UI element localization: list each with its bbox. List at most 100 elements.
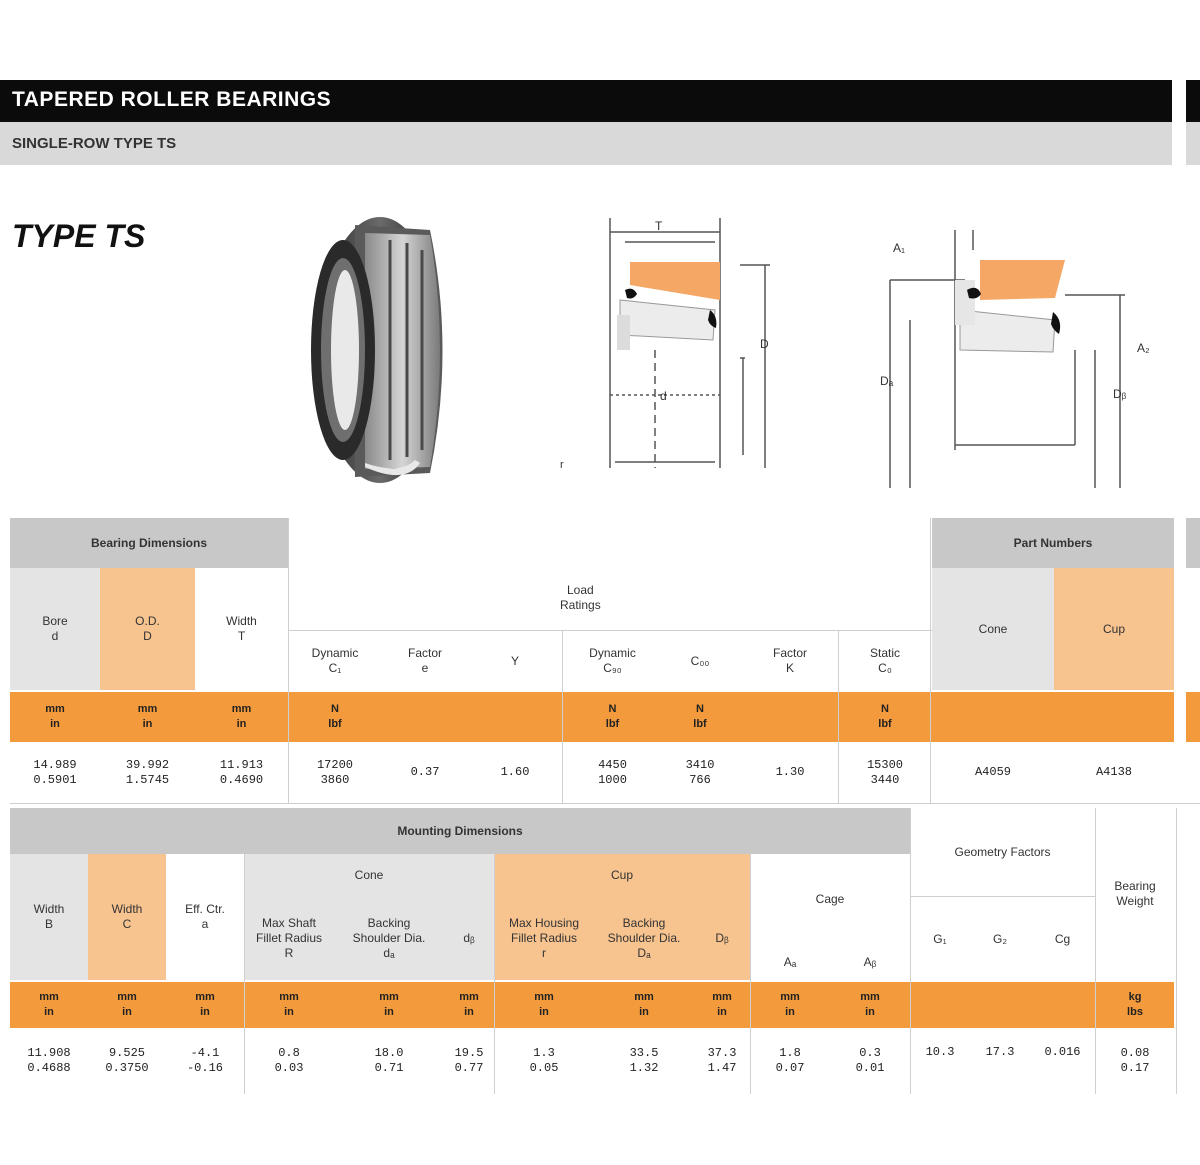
t2-value-aa: 1.8 0.07 (775, 1046, 805, 1075)
t2-header-cup-group: Cup (494, 854, 750, 896)
t1-header-y: Y (510, 653, 519, 668)
t2-header-Da: Backing Shoulder Dia. Dₐ (594, 896, 694, 980)
t2-value-ab: 0.3 0.01 (855, 1046, 885, 1075)
t1-value-cone: A4059 (974, 765, 1011, 779)
t1-unit-width: mm in (231, 703, 252, 730)
t2-header-c: Width C (88, 854, 166, 980)
diagram-label-d: d (660, 389, 667, 403)
t2-value-Db: 37.3 1.47 (707, 1046, 737, 1075)
t1-value-c0: 15300 3440 (866, 757, 903, 787)
diagram-label-r: r (560, 459, 564, 471)
t2-header-shaft-r: Max Shaft Fillet Radius R (244, 896, 334, 980)
t2-value-shaft-r: 0.8 0.03 (274, 1046, 304, 1075)
t2-header-db: dᵦ (444, 896, 494, 980)
t1-unit-od: mm in (137, 703, 158, 730)
t2-value-g1: 10.3 (925, 1044, 955, 1059)
page-title: TAPERED ROLLER BEARINGS (12, 88, 332, 111)
t2-unit-Da: mm in (634, 991, 654, 1018)
t1-value-od: 39.992 1.5745 (125, 757, 170, 787)
diagram-label-a2: A₂ (1137, 341, 1150, 355)
diagram-label-a1: A₁ (893, 241, 905, 255)
title-bar (0, 80, 1172, 122)
t1-value-y: 1.60 (500, 765, 530, 779)
diagram-label-da: Dₐ (880, 374, 894, 388)
t1-header-width: Width T (195, 568, 288, 690)
t1-group-part-numbers: Part Numbers (932, 518, 1174, 568)
t1-value-e: 0.37 (410, 765, 440, 779)
t1-group-bearing-dimensions: Bearing Dimensions (10, 518, 288, 568)
t1-header-c1: Dynamic C₁ (311, 646, 359, 675)
t2-unit-db: mm in (459, 991, 479, 1018)
t2-group-mounting: Mounting Dimensions (10, 808, 910, 854)
t1-header-c00: C₀₀ (690, 653, 710, 668)
t2-header-cone-group: Cone (244, 854, 494, 896)
t1-value-width: 11.913 0.4690 (219, 757, 264, 787)
t1-header-cup: Cup (1054, 568, 1174, 690)
t2-unit-aa: mm in (780, 991, 800, 1018)
t1-group-ext (1186, 518, 1200, 568)
t2-header-ab: Aᵦ (830, 944, 910, 980)
t2-value-Da: 33.5 1.32 (629, 1046, 659, 1075)
t2-header-g1: G₁ (910, 898, 970, 980)
t2-units-row (10, 982, 1174, 1028)
title-bar-extension (1186, 80, 1200, 122)
t1-unit-c0: N lbf (878, 703, 892, 730)
t1-value-cup: A4138 (1095, 765, 1132, 779)
t1-unit-bore: mm in (45, 703, 65, 730)
t1-value-c1: 17200 3860 (316, 757, 353, 787)
t2-value-weight: 0.08 0.17 (1120, 1046, 1150, 1075)
mounting-diagram: A₁ A₂ Dₐ Dᵦ (880, 230, 1150, 488)
t1-header-c90: Dynamic C₉₀ (589, 646, 636, 675)
t2-header-g2: G₂ (970, 898, 1030, 980)
t2-value-db: 19.5 0.77 (454, 1046, 484, 1075)
t2-value-a: -4.1 -0.16 (186, 1046, 223, 1075)
t1-value-bore: 14.989 0.5901 (33, 757, 77, 787)
t1-header-od: O.D. D (100, 568, 195, 690)
t1-unit-c00: N lbf (693, 703, 707, 730)
t2-unit-da: mm in (379, 991, 399, 1018)
t1-unit-c1: N lbf (328, 703, 342, 730)
t1-header-c0: Static C₀ (869, 646, 900, 675)
t2-header-da: Backing Shoulder Dia. dₐ (334, 896, 444, 980)
t1-header-bore: Bore d (10, 568, 100, 690)
t2-unit-house-r: mm in (534, 991, 554, 1018)
t2-header-aa: Aₐ (750, 944, 830, 980)
subtitle-bar (0, 122, 1172, 165)
t2-header-Db: Dᵦ (694, 896, 750, 980)
t1-header-k: Factor K (772, 646, 807, 675)
t1-header-e: Factor e (407, 646, 442, 675)
t2-value-c: 9.525 0.3750 (105, 1046, 149, 1075)
t2-header-a: Eff. Ctr. a (166, 854, 244, 980)
t2-group-weight: Bearing Weight (1095, 808, 1175, 980)
t2-value-house-r: 1.3 0.05 (529, 1046, 559, 1075)
diagram-label-d-outer: D (760, 337, 769, 351)
t1-value-c90: 4450 1000 (598, 757, 627, 787)
t1-value-c00: 3410 766 (685, 757, 715, 787)
subtitle-bar-extension (1186, 122, 1200, 165)
t1-units-ext (1186, 692, 1200, 742)
t2-value-da: 18.0 0.71 (374, 1046, 404, 1075)
t2-header-cg: Cg (1030, 898, 1095, 980)
t2-unit-shaft-r: mm in (279, 991, 299, 1018)
t2-unit-b: mm in (39, 991, 59, 1018)
t2-value-cg: 0.016 (1044, 1044, 1081, 1059)
diagram-label-t: T (655, 219, 663, 233)
cross-section-diagram: T D d r (560, 218, 770, 471)
t2-header-house-r: Max Housing Fillet Radius r (494, 896, 594, 980)
t2-header-cage-group: Cage (750, 854, 910, 944)
t1-header-load-ratings: Load Ratings (560, 568, 650, 628)
diagram-label-db: Dᵦ (1113, 387, 1127, 401)
t2-unit-ab: mm in (860, 991, 880, 1018)
t1-unit-c90: N lbf (605, 703, 620, 730)
page-subtitle: SINGLE-ROW TYPE TS (12, 135, 177, 152)
t2-unit-Db: mm in (712, 991, 732, 1018)
t1-header-cone: Cone (932, 568, 1054, 690)
t1-units-row (10, 692, 1174, 742)
bearing-illustration (311, 217, 443, 483)
t2-value-b: 11.908 0.4688 (27, 1046, 71, 1075)
t2-unit-a: mm in (195, 991, 215, 1018)
t2-header-b: Width B (10, 854, 88, 980)
t2-unit-weight: kg lbs (1127, 991, 1143, 1018)
t2-value-g2: 17.3 (985, 1044, 1015, 1059)
t2-unit-c: mm in (117, 991, 137, 1018)
